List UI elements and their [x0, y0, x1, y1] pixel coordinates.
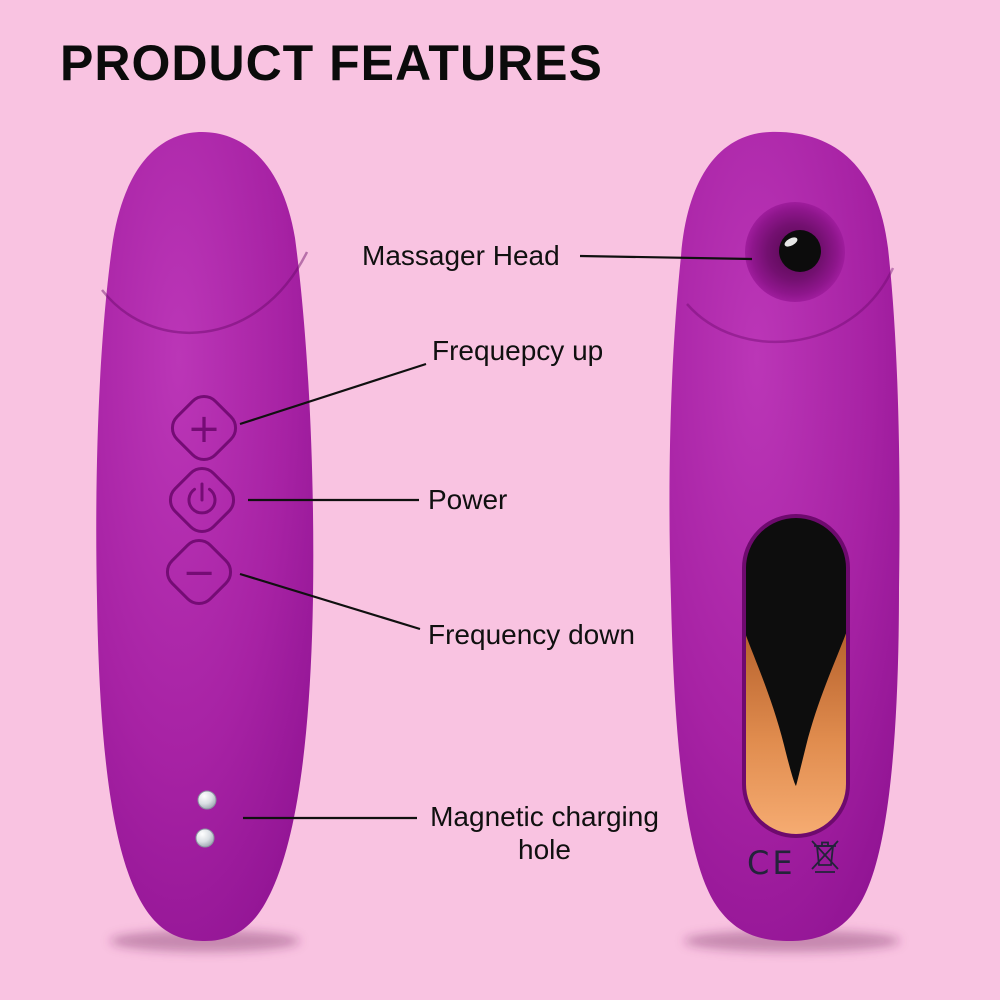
callout-label-frequency-up: Frequepcy up: [432, 335, 604, 366]
device-front-body: [96, 132, 314, 941]
weee-bin-icon: [811, 840, 839, 873]
device-back-contour: [686, 267, 895, 344]
cavity-window: [742, 514, 850, 838]
callout-label-power: Power: [428, 484, 508, 515]
plus-icon: +: [187, 406, 221, 452]
frequency-down-button: −: [165, 538, 233, 606]
callout-label-magnetic-charging-hole: Magnetic charging hole: [430, 801, 659, 865]
cavity-inner-shadow: [744, 516, 848, 786]
page-title: PRODUCT FEATURES: [60, 35, 603, 91]
device-back: CE: [669, 131, 900, 952]
power-icon: [187, 482, 217, 515]
device-front-contour: [101, 251, 309, 335]
callout-label-massager-head: Massager Head: [362, 240, 560, 271]
device-back-shadow: [684, 930, 900, 952]
callout-label-frequency-down: Frequency down: [428, 619, 636, 650]
callout-lines: [239, 254, 753, 820]
power-button: [168, 466, 236, 534]
callout-line-massager-head: [579, 254, 753, 261]
massager-head-opening: [745, 202, 845, 302]
device-front: + −: [96, 132, 314, 952]
callout-line-frequency-down: [239, 572, 421, 631]
magnetic-charging-contacts: [195, 790, 217, 848]
frequency-up-button: +: [170, 394, 238, 462]
callout-line-frequency-up: [239, 362, 427, 426]
minus-icon: −: [182, 550, 216, 596]
ce-mark: CE: [747, 844, 796, 882]
